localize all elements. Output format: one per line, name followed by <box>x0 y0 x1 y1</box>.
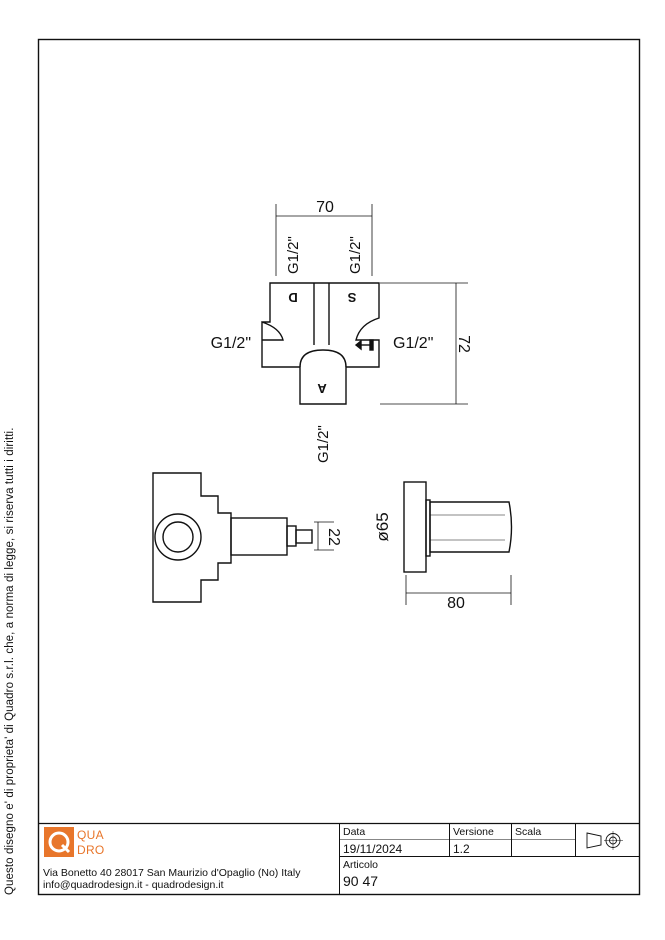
data-value: 19/11/2024 <box>343 842 403 856</box>
port-right-label: G1/2" <box>393 335 433 352</box>
logo-text-line2: DRO <box>77 843 105 857</box>
sheet-border <box>37 38 641 896</box>
port-bottom-label: G1/2" <box>315 425 332 463</box>
handle-dimension-lines <box>405 575 512 605</box>
port-top-right-label: G1/2" <box>347 236 364 274</box>
port-d-label: D <box>288 290 297 305</box>
stem-dimension-lines <box>314 521 334 551</box>
scala-label: Scala <box>515 826 542 838</box>
port-left-label: G1/2" <box>211 335 251 352</box>
valve-side-view <box>152 472 313 603</box>
logo-q-icon <box>48 831 71 854</box>
valve-top-view <box>261 282 380 405</box>
port-top-left-label: G1/2" <box>285 236 302 274</box>
width-dimension-label: 70 <box>316 199 334 216</box>
copyright-note: Questo disegno e' di proprieta' di Quadr… <box>4 427 16 896</box>
projection-symbol-icon <box>586 831 623 850</box>
port-a-label: A <box>317 381 327 396</box>
port-s-label: S <box>347 290 356 305</box>
logo-text-line1: QUA <box>77 828 104 842</box>
height-dimension-label: 72 <box>455 335 472 353</box>
top-view-dimensions <box>275 204 468 405</box>
data-label: Data <box>343 826 366 838</box>
stem-dimension-label: 22 <box>325 528 342 546</box>
versione-label: Versione <box>453 826 494 838</box>
handle-view <box>403 481 513 573</box>
handle-diameter-label: ø65 <box>373 512 392 541</box>
company-address: Via Bonetto 40 28017 San Maurizio d'Opag… <box>43 867 301 879</box>
versione-value: 1.2 <box>453 842 470 856</box>
title-block-grid <box>38 822 640 894</box>
company-contacts: info@quadrodesign.it - quadrodesign.it <box>43 879 224 891</box>
articolo-value: 90 47 <box>343 873 379 889</box>
quadro-logo <box>44 827 74 857</box>
handle-length-label: 80 <box>447 595 465 612</box>
articolo-label: Articolo <box>343 859 379 871</box>
